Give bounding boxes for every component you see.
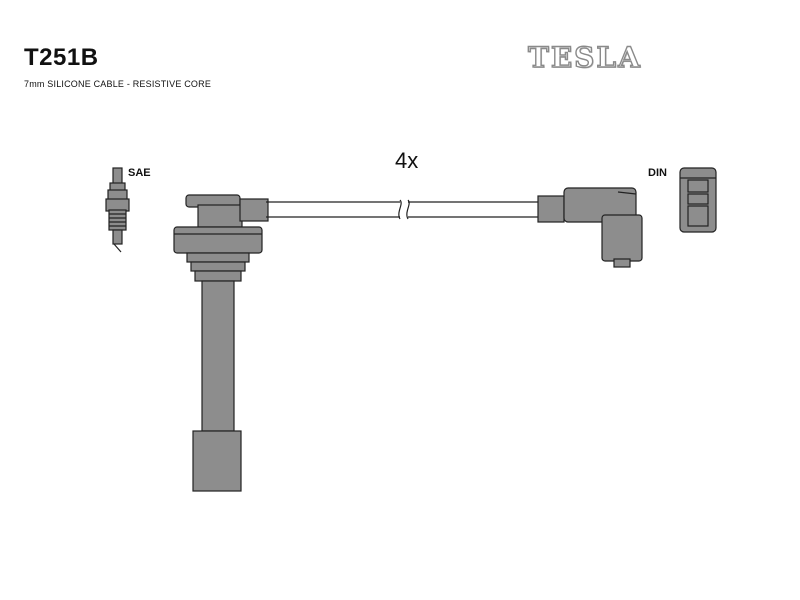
product-code: T251B (24, 44, 99, 71)
quantity-label: 4x (395, 148, 419, 173)
angled-connector (537, 187, 643, 268)
brand-logo: TESLA (527, 41, 642, 74)
product-subtitle: 7mm SILICONE CABLE - RESISTIVE CORE (24, 79, 212, 89)
din-label: DIN (648, 167, 667, 179)
cable (266, 199, 540, 220)
din-terminal-icon (679, 167, 717, 233)
spark-plug-icon (105, 167, 130, 253)
spark-plug-boot (173, 194, 269, 492)
sae-label: SAE (128, 167, 151, 179)
